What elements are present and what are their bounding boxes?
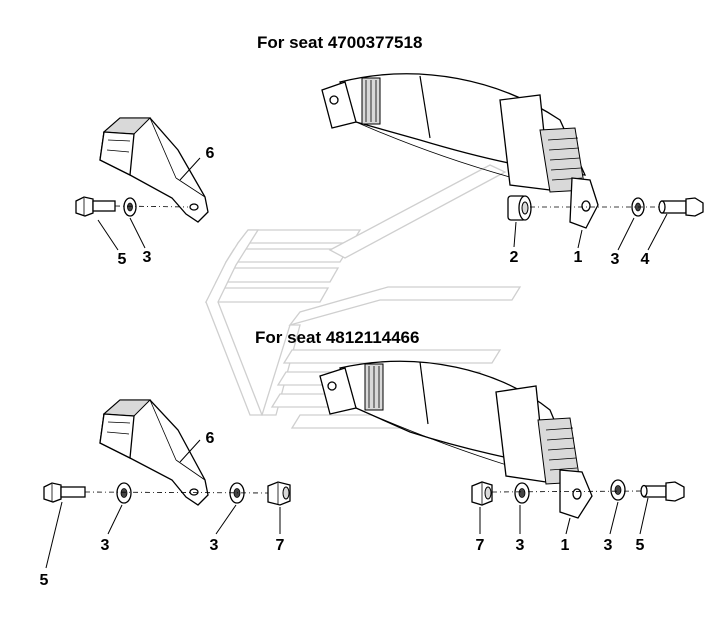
callout-a-4: 4 bbox=[641, 251, 650, 268]
callout-b-6: 6 bbox=[206, 430, 215, 447]
callout-b-3b: 3 bbox=[210, 537, 219, 554]
callout-a-5: 5 bbox=[118, 251, 127, 268]
washer-icon bbox=[610, 479, 626, 501]
callout-a-2: 2 bbox=[510, 249, 519, 266]
washer-icon bbox=[123, 197, 137, 217]
hex-nut-icon bbox=[267, 481, 291, 506]
callout-b-5: 5 bbox=[40, 572, 49, 589]
seat-belt-icon bbox=[319, 360, 593, 519]
callout-b-1: 1 bbox=[561, 537, 570, 554]
belt-buckle-icon bbox=[99, 399, 209, 506]
callout-a-1: 1 bbox=[574, 249, 583, 266]
callout-b-7: 7 bbox=[276, 537, 285, 554]
washer-icon bbox=[514, 482, 530, 504]
bolt-icon bbox=[640, 481, 685, 502]
belt-buckle-icon bbox=[99, 117, 209, 223]
seat-belt-icon bbox=[321, 73, 599, 229]
callout-b-3: 3 bbox=[101, 537, 110, 554]
callout-b-7b: 7 bbox=[476, 537, 485, 554]
bolt-icon bbox=[43, 482, 86, 503]
title-seat-a: For seat 4700377518 bbox=[257, 33, 422, 52]
callout-b-3c: 3 bbox=[516, 537, 525, 554]
title-seat-b: For seat 4812114466 bbox=[255, 328, 419, 347]
bolt-icon bbox=[75, 196, 116, 217]
hex-nut-icon bbox=[471, 481, 493, 506]
washer-icon bbox=[116, 482, 132, 504]
callout-b-5b: 5 bbox=[636, 537, 645, 554]
callout-a-3b: 3 bbox=[611, 251, 620, 268]
callout-a-3: 3 bbox=[143, 249, 152, 266]
callout-b-3d: 3 bbox=[604, 537, 613, 554]
callout-a-6: 6 bbox=[206, 145, 215, 162]
bolt-icon bbox=[658, 197, 704, 217]
bushing-icon bbox=[507, 195, 532, 221]
